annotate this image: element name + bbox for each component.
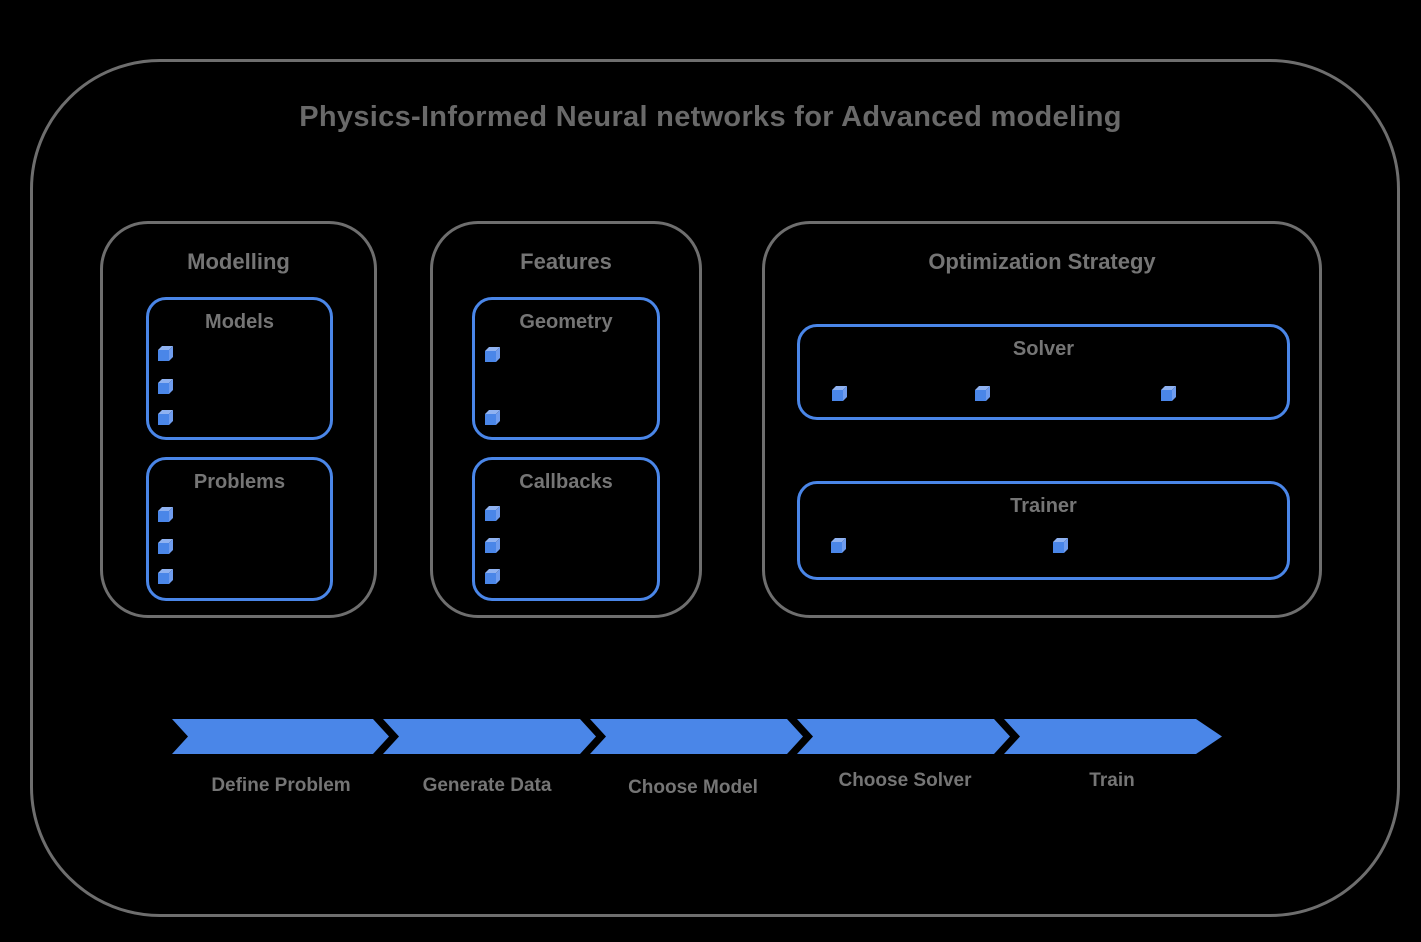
flow-step-label-define-problem: Define Problem: [211, 775, 351, 796]
cube-icon: [485, 569, 500, 584]
outer-frame: [30, 59, 1400, 917]
group-box-callbacks: Callbacks: [472, 457, 660, 601]
cube-icon: [485, 410, 500, 425]
group-models-label: Models: [205, 311, 274, 333]
section-features-title: Features: [520, 249, 612, 274]
cube-icon: [831, 538, 846, 553]
section-modelling: Modelling: [100, 221, 377, 618]
cube-icon: [158, 507, 173, 522]
flow-step-label-choose-model: Choose Model: [628, 777, 758, 798]
flow-step-label-generate-data: Generate Data: [422, 775, 552, 796]
flow-step-label-choose-solver: Choose Solver: [838, 770, 972, 791]
cube-icon: [158, 346, 173, 361]
group-box-problems: Problems: [146, 457, 333, 601]
cube-icon: [158, 539, 173, 554]
page-title: Physics-Informed Neural networks for Adv…: [299, 101, 1122, 133]
section-features: Features: [430, 221, 702, 618]
cube-icon: [1161, 386, 1176, 401]
section-optimization-strategy: Optimization Strategy: [762, 221, 1322, 618]
group-problems-label: Problems: [193, 471, 286, 493]
group-box-models: Models: [146, 297, 333, 440]
group-box-geometry: Geometry: [472, 297, 660, 440]
flow-step-label-train: Train: [1089, 770, 1135, 791]
cube-icon: [158, 569, 173, 584]
group-trainer-label: Trainer: [1010, 495, 1077, 517]
cube-icon: [832, 386, 847, 401]
group-box-solver: Solver: [797, 324, 1290, 420]
section-modelling-title: Modelling: [187, 249, 290, 274]
section-optimization-title: Optimization Strategy: [928, 249, 1156, 274]
cube-icon: [975, 386, 990, 401]
group-solver-label: Solver: [1012, 338, 1075, 360]
cube-icon: [1053, 538, 1068, 553]
group-box-trainer: Trainer: [797, 481, 1290, 580]
group-geometry-label: Geometry: [519, 311, 613, 333]
cube-icon: [158, 410, 173, 425]
group-callbacks-label: Callbacks: [519, 471, 613, 493]
cube-icon: [485, 538, 500, 553]
cube-icon: [158, 379, 173, 394]
cube-icon: [485, 347, 500, 362]
cube-icon: [485, 506, 500, 521]
